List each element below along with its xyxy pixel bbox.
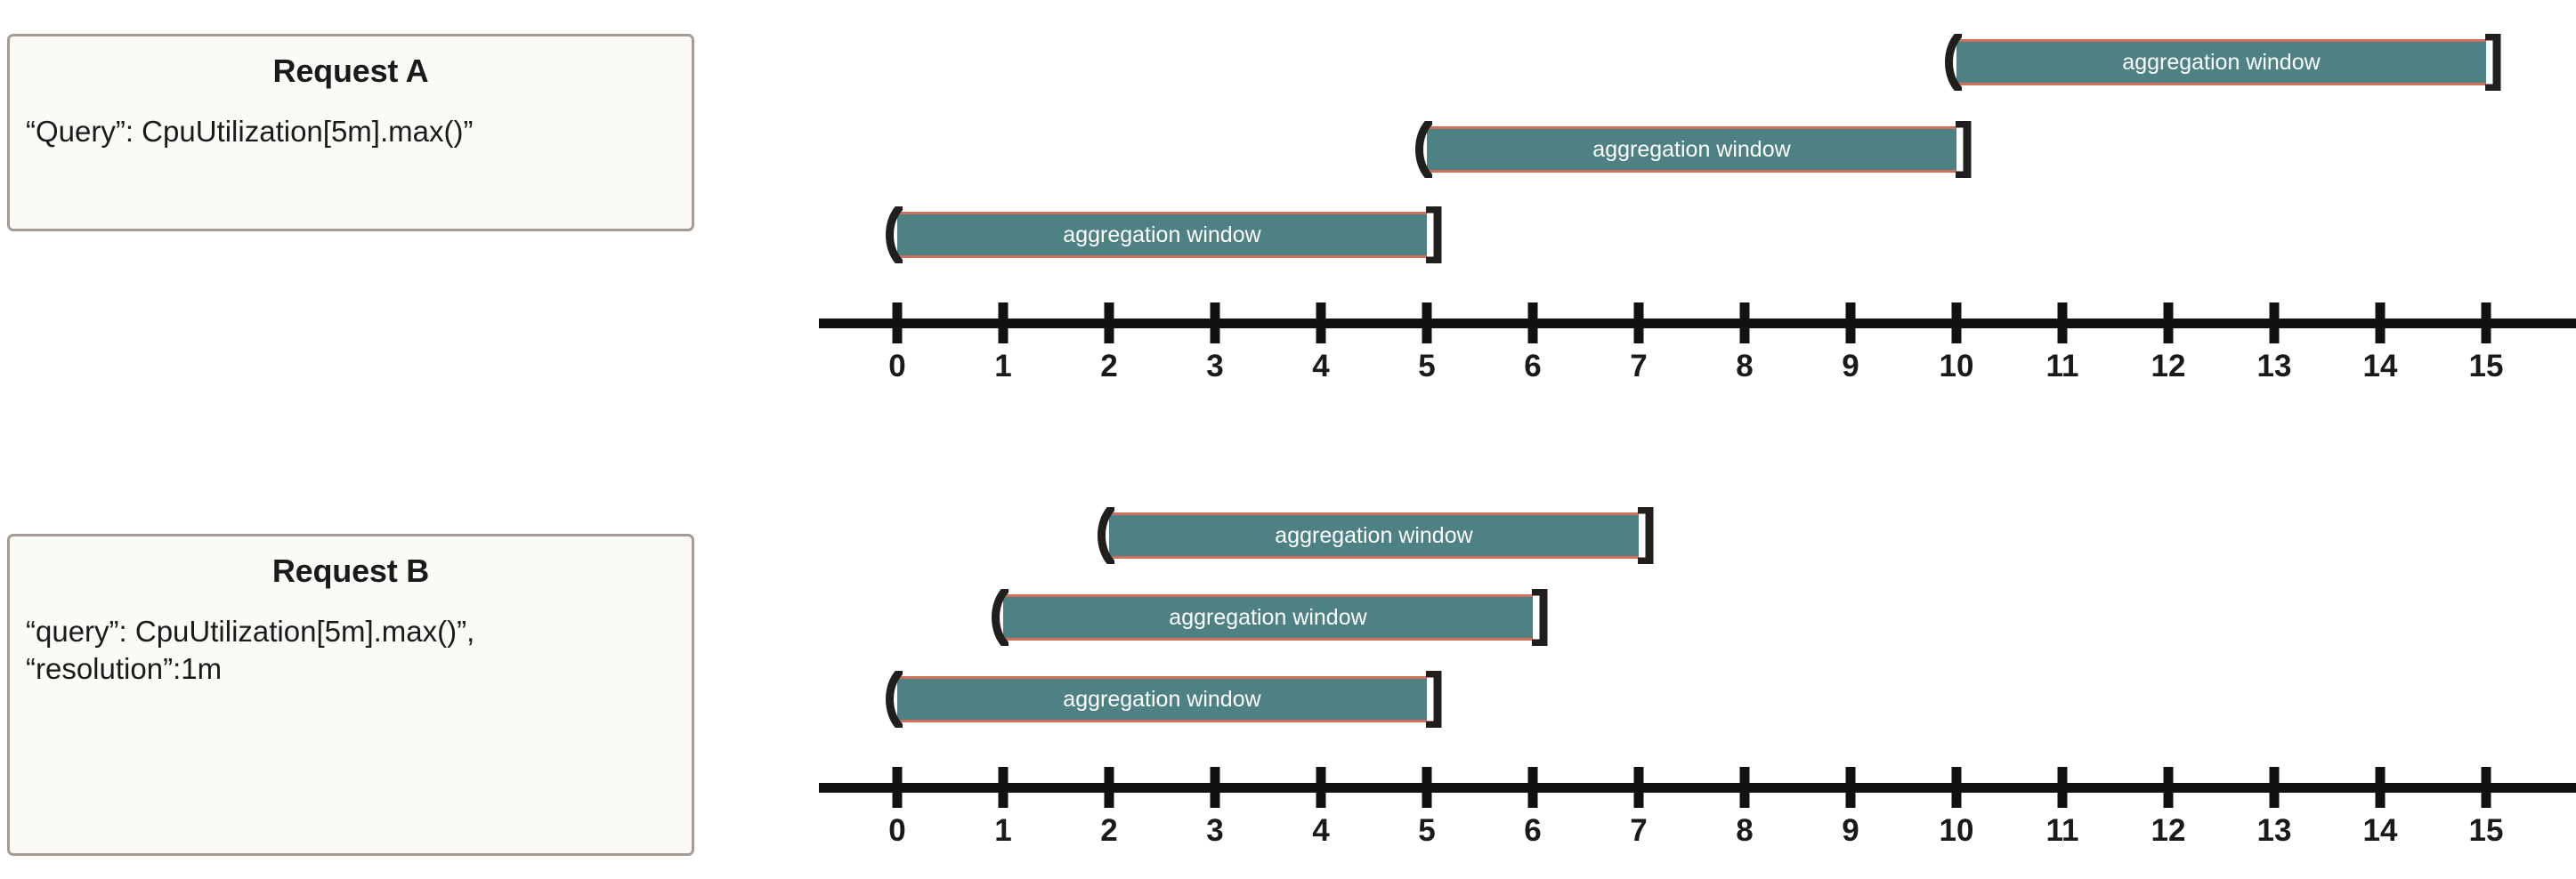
aggregation-window-label: aggregation window <box>1275 522 1473 548</box>
axis-tick <box>892 767 903 808</box>
axis-tick <box>1422 767 1432 808</box>
timeline-axis-line <box>819 319 2576 328</box>
axis-tick-label: 15 <box>2468 349 2504 383</box>
axis-tick-label: 6 <box>1524 813 1542 848</box>
axis-tick <box>1210 767 1220 808</box>
axis-tick-label: 2 <box>1100 813 1118 848</box>
axis-tick <box>2375 767 2386 808</box>
axis-tick <box>1951 302 1962 343</box>
axis-tick <box>998 302 1009 343</box>
axis-tick-label: 8 <box>1736 813 1754 848</box>
axis-tick-label: 14 <box>2362 349 2398 383</box>
axis-tick-label: 3 <box>1206 349 1224 383</box>
axis-tick <box>2163 302 2174 343</box>
axis-tick-label: 7 <box>1630 349 1648 383</box>
aggregation-window-label: aggregation window <box>2122 49 2321 75</box>
request-b-query-text: “query”: CpuUtilization[5m].max()”, “res… <box>26 615 475 686</box>
aggregation-window-bar[interactable]: aggregation window <box>897 212 1427 258</box>
axis-tick <box>1739 767 1750 808</box>
axis-tick-label: 12 <box>2151 813 2186 848</box>
axis-tick-label: 14 <box>2362 813 2398 848</box>
aggregation-window-label: aggregation window <box>1063 686 1261 712</box>
axis-tick <box>1951 767 1962 808</box>
axis-tick-label: 13 <box>2256 349 2292 383</box>
axis-tick <box>2375 302 2386 343</box>
axis-tick-label: 1 <box>994 813 1012 848</box>
axis-tick-label: 13 <box>2256 813 2292 848</box>
aggregation-window-label: aggregation window <box>1169 604 1367 630</box>
axis-tick-label: 7 <box>1630 813 1648 848</box>
axis-tick-label: 9 <box>1842 349 1859 383</box>
axis-tick <box>1210 302 1220 343</box>
request-b-title: Request B <box>271 552 430 589</box>
axis-tick <box>1739 302 1750 343</box>
axis-tick <box>2481 767 2491 808</box>
axis-tick <box>1104 767 1114 808</box>
axis-tick <box>2057 767 2068 808</box>
axis-tick <box>2481 302 2491 343</box>
axis-tick <box>1316 767 1326 808</box>
axis-tick-label: 3 <box>1206 813 1224 848</box>
aggregation-window-label: aggregation window <box>1063 222 1261 247</box>
axis-tick <box>2269 302 2280 343</box>
axis-tick-label: 12 <box>2151 349 2186 383</box>
axis-tick-label: 10 <box>1939 349 1974 383</box>
axis-tick-label: 5 <box>1418 813 1436 848</box>
axis-tick-label: 11 <box>2045 349 2079 383</box>
axis-tick-label: 4 <box>1312 813 1330 848</box>
axis-tick <box>2269 767 2280 808</box>
axis-tick <box>1633 302 1644 343</box>
aggregation-window-bar[interactable]: aggregation window <box>1109 512 1639 559</box>
axis-tick-label: 15 <box>2468 813 2504 848</box>
request-a-title: Request A <box>272 52 429 89</box>
request-card-b: Request B “query”: CpuUtilization[5m].ma… <box>7 534 694 856</box>
axis-tick-label: 0 <box>888 813 906 848</box>
axis-tick-label: 10 <box>1939 813 1974 848</box>
aggregation-window-bar[interactable]: aggregation window <box>897 676 1427 722</box>
axis-tick <box>892 302 903 343</box>
aggregation-window-label: aggregation window <box>1592 136 1791 162</box>
axis-tick-label: 8 <box>1736 349 1754 383</box>
axis-tick-label: 0 <box>888 349 906 383</box>
axis-tick-label: 11 <box>2045 813 2079 848</box>
axis-tick <box>2057 302 2068 343</box>
axis-tick <box>1422 302 1432 343</box>
axis-tick-label: 6 <box>1524 349 1542 383</box>
axis-tick <box>1104 302 1114 343</box>
aggregation-window-bar[interactable]: aggregation window <box>1427 126 1956 173</box>
axis-tick-label: 2 <box>1100 349 1118 383</box>
axis-tick-label: 1 <box>994 349 1012 383</box>
axis-tick <box>1845 302 1856 343</box>
axis-tick <box>2163 767 2174 808</box>
axis-tick <box>1527 302 1538 343</box>
axis-tick <box>998 767 1009 808</box>
axis-tick <box>1633 767 1644 808</box>
axis-tick-label: 4 <box>1312 349 1330 383</box>
axis-tick <box>1845 767 1856 808</box>
axis-tick <box>1316 302 1326 343</box>
aggregation-window-bar[interactable]: aggregation window <box>1956 39 2486 85</box>
axis-tick-label: 5 <box>1418 349 1436 383</box>
request-a-query-text: “Query”: CpuUtilization[5m].max()” <box>26 115 474 148</box>
axis-tick-label: 9 <box>1842 813 1859 848</box>
aggregation-window-bar[interactable]: aggregation window <box>1003 594 1533 641</box>
timeline-axis-line <box>819 783 2576 793</box>
axis-tick <box>1527 767 1538 808</box>
request-card-a: Request A “Query”: CpuUtilization[5m].ma… <box>7 34 694 231</box>
